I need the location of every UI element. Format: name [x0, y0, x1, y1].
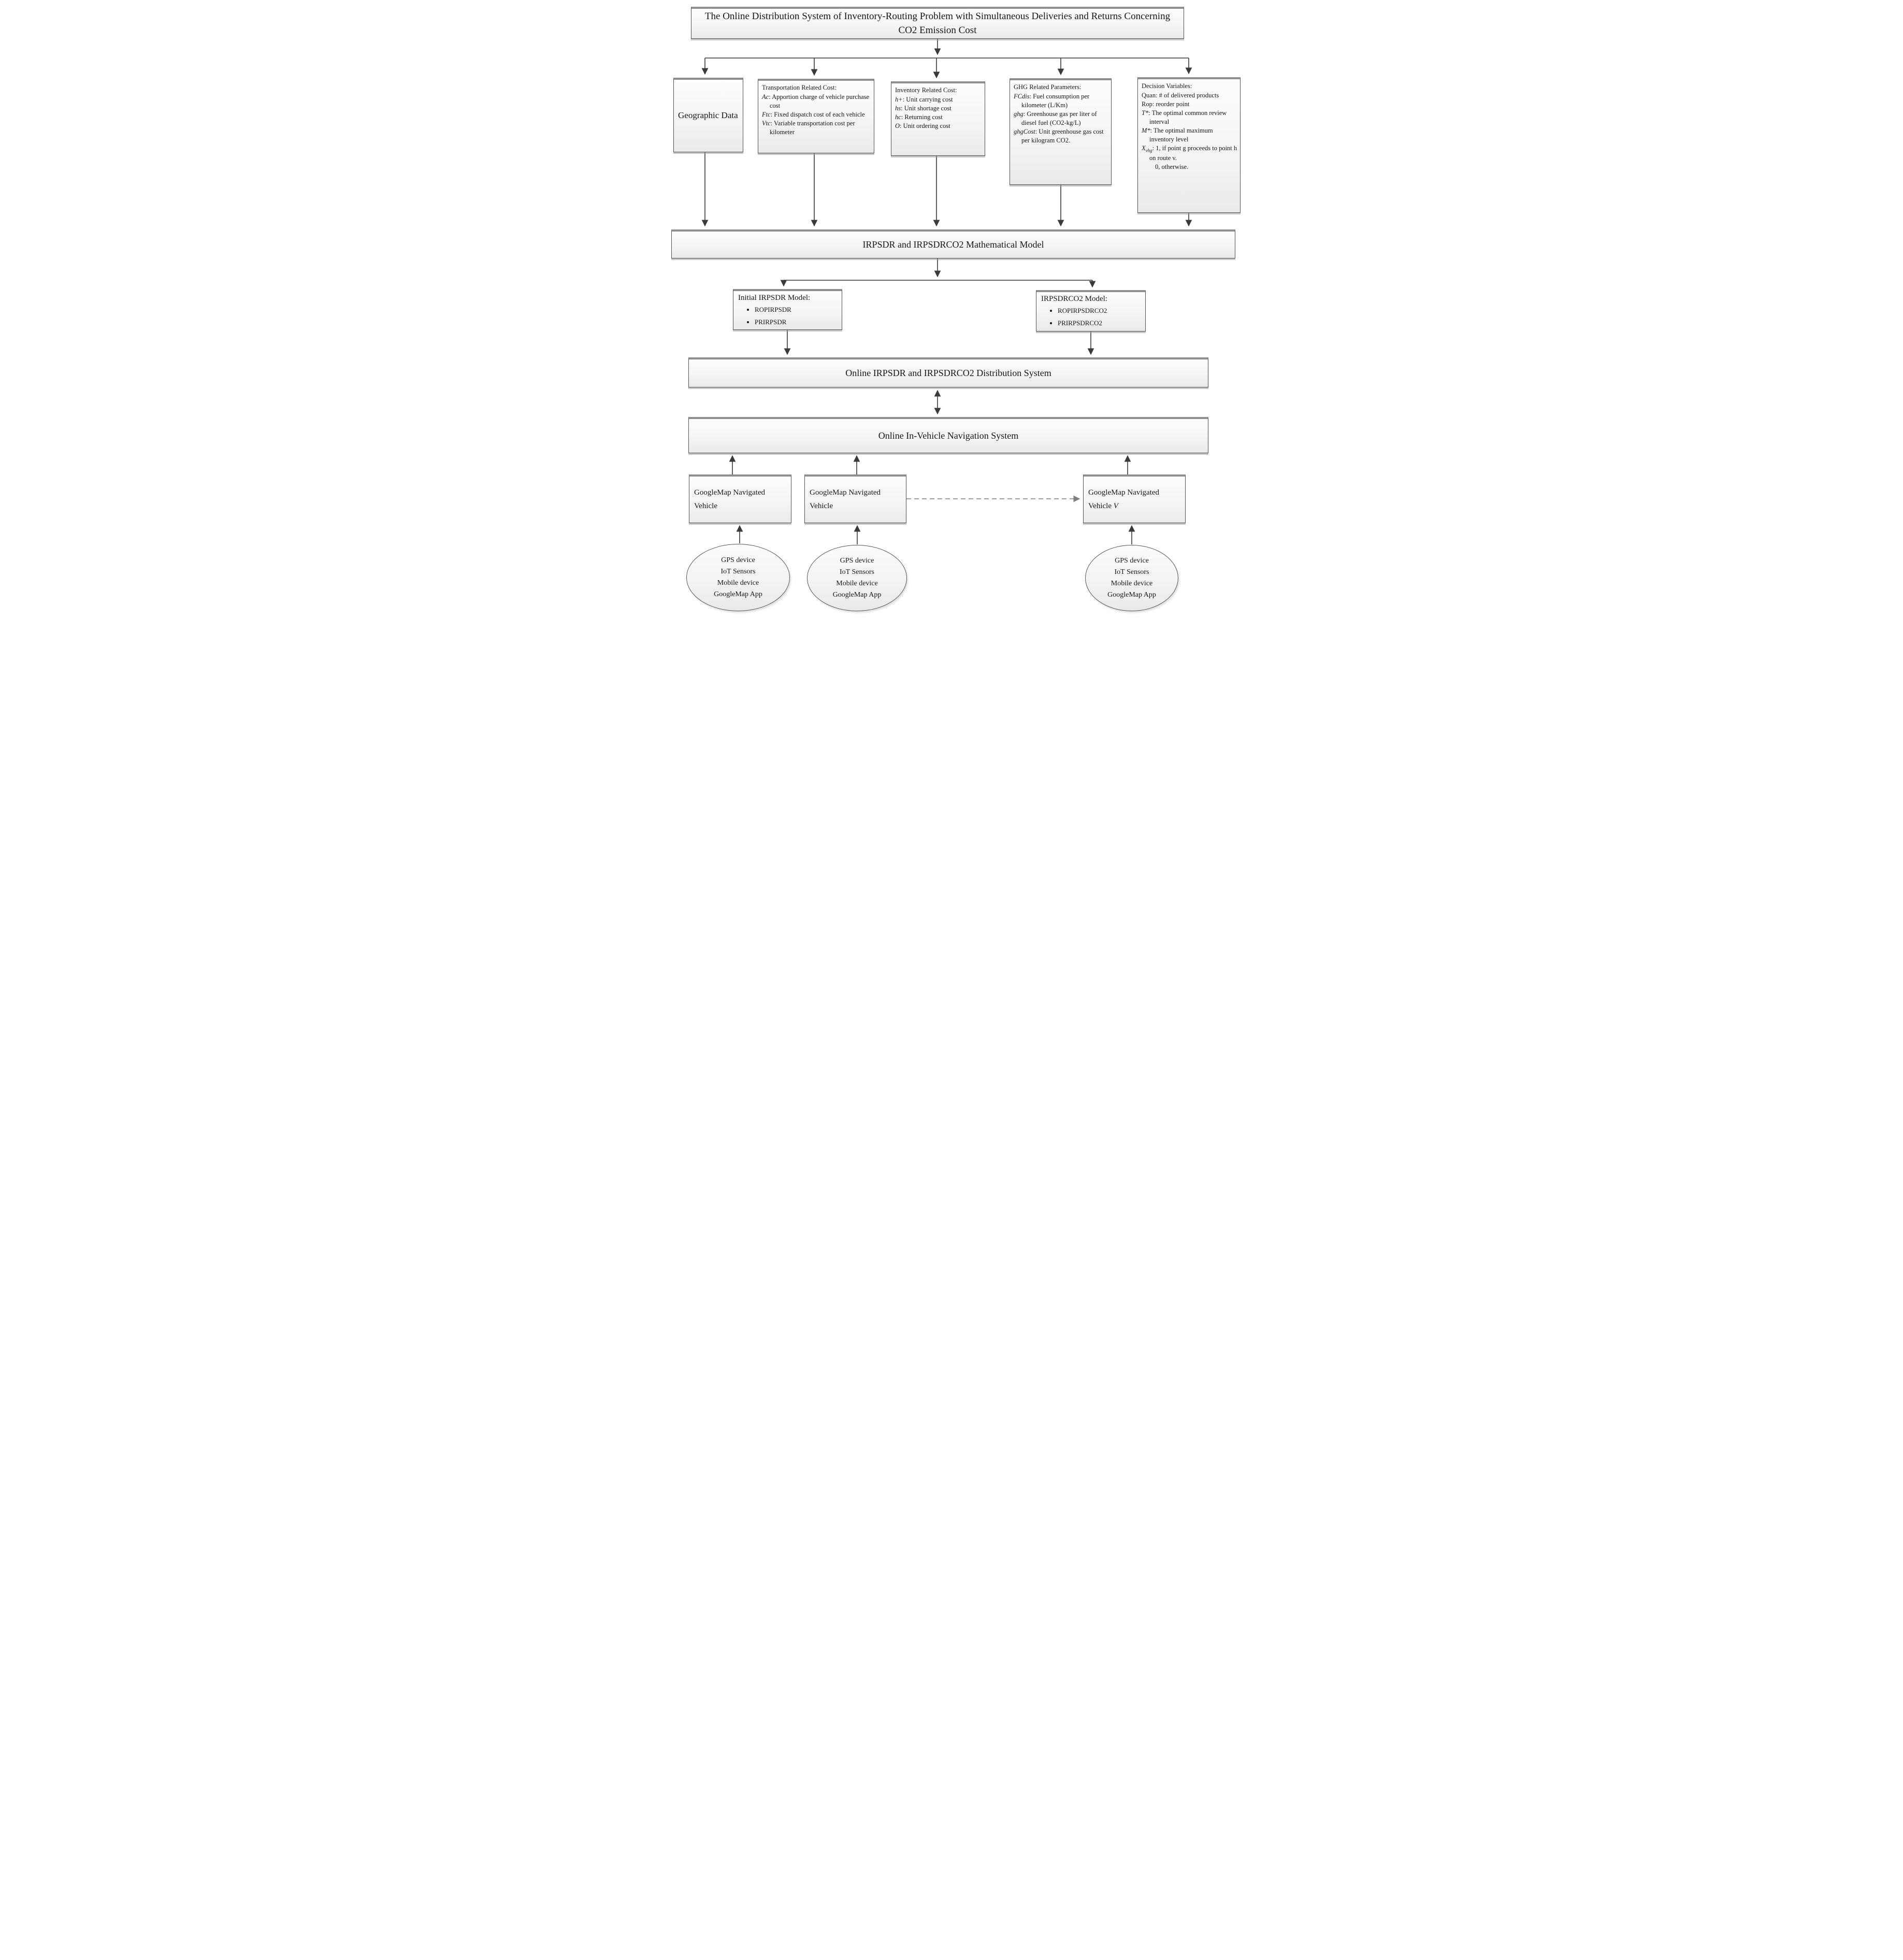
co2-model-bullet: PRIRPSDRCO2 — [1058, 319, 1142, 327]
initial-model-bullet: PRIRPSDR — [755, 318, 839, 326]
node-navigation-system: Online In-Vehicle Navigation System — [688, 417, 1208, 453]
node-ghg-parameters: GHG Related Parameters: FCdis: Fuel cons… — [1010, 78, 1112, 185]
mathematical-model-label: IRPSDR and IRPSDRCO2 Mathematical Model — [862, 239, 1044, 250]
inventory-item: O: Unit ordering cost — [895, 122, 950, 129]
ellipse-devices-1: GPS device IoT Sensors Mobile device Goo… — [686, 544, 790, 611]
vehicle-v-variant: V — [1113, 501, 1118, 510]
vehicle-2-label: GoogleMap Navigated Vehicle — [810, 488, 881, 510]
inventory-heading: Inventory Related Cost: — [895, 87, 957, 94]
node-inventory-cost: Inventory Related Cost: h+: Unit carryin… — [891, 81, 985, 156]
vehicle-v-label: GoogleMap Navigated Vehicle V — [1088, 488, 1160, 510]
transportation-item: Ftc: Fixed dispatch cost of each vehicle — [762, 111, 865, 118]
node-transportation-cost: Transportation Related Cost: Ac: Apporti… — [758, 79, 874, 153]
decision-heading: Decision Variables: — [1142, 82, 1192, 90]
diagram-title: The Online Distribution System of Invent… — [704, 10, 1171, 36]
decision-item: M*: The optimal maximum inventory level — [1142, 127, 1213, 143]
decision-item: Quan: # of delivered products — [1142, 92, 1219, 99]
decision-item: 0, otherwise. — [1155, 163, 1189, 170]
decision-item: Rop: reorder point — [1142, 100, 1190, 108]
device-line: GPS device — [1115, 556, 1149, 565]
device-line: IoT Sensors — [720, 567, 756, 575]
node-mathematical-model: IRPSDR and IRPSDRCO2 Mathematical Model — [671, 229, 1235, 258]
co2-model-heading: IRPSDRCO2 Model: — [1041, 295, 1107, 303]
node-geographic-data: Geographic Data — [673, 78, 743, 152]
transportation-item: Ac: Apportion charge of vehicle purchase… — [762, 93, 869, 109]
device-line: GoogleMap App — [714, 590, 762, 599]
vehicle-1-label: GoogleMap Navigated Vehicle — [694, 488, 766, 510]
node-vehicle-1: GoogleMap Navigated Vehicle — [689, 474, 791, 523]
distribution-system-label: Online IRPSDR and IRPSDRCO2 Distribution… — [845, 368, 1051, 378]
inventory-item: hs: Unit shortage cost — [895, 105, 952, 112]
node-vehicle-v: GoogleMap Navigated Vehicle V — [1083, 474, 1186, 523]
decision-item: Xvhg: 1, if point g proceeds to point h … — [1142, 145, 1237, 162]
geographic-data-label: Geographic Data — [678, 110, 738, 121]
node-vehicle-2: GoogleMap Navigated Vehicle — [804, 474, 906, 523]
ghg-heading: GHG Related Parameters: — [1014, 83, 1082, 91]
transportation-item: Vtc: Variable transportation cost per ki… — [762, 120, 855, 136]
co2-model-list: ROPIRPSDRCO2 PRIRPSDRCO2 — [1041, 307, 1142, 327]
device-line: GoogleMap App — [832, 591, 882, 599]
device-line: GoogleMap App — [1107, 591, 1156, 599]
node-initial-irpsdr-model: Initial IRPSDR Model: ROPIRPSDR PRIRPSDR — [733, 289, 842, 330]
inventory-item: hc: Returning cost — [895, 113, 943, 121]
device-line: GPS device — [721, 556, 755, 564]
node-decision-variables: Decision Variables: Quan: # of delivered… — [1137, 77, 1241, 213]
device-line: IoT Sensors — [1114, 568, 1149, 576]
node-irpsdrco2-model: IRPSDRCO2 Model: ROPIRPSDRCO2 PRIRPSDRCO… — [1036, 290, 1146, 332]
device-line: GPS device — [840, 556, 874, 565]
ghg-item: ghgCost: Unit greenhouse gas cost per ki… — [1014, 128, 1104, 144]
device-line: Mobile device — [836, 580, 878, 587]
flow-diagram: The Online Distribution System of Invent… — [654, 0, 1249, 613]
device-line: Mobile device — [1111, 580, 1153, 587]
ghg-item: ghg: Greenhouse gas per liter of diesel … — [1014, 110, 1097, 126]
ellipse-devices-3: GPS device IoT Sensors Mobile device Goo… — [1085, 545, 1178, 611]
ghg-item: FCdis: Fuel consumption per kilometer (L… — [1014, 93, 1090, 109]
decision-item: T*: The optimal common review interval — [1142, 109, 1227, 125]
initial-model-heading: Initial IRPSDR Model: — [738, 294, 811, 302]
initial-model-list: ROPIRPSDR PRIRPSDR — [738, 306, 839, 326]
inventory-item: h+: Unit carrying cost — [895, 96, 953, 103]
co2-model-bullet: ROPIRPSDRCO2 — [1058, 307, 1142, 315]
device-line: IoT Sensors — [839, 568, 875, 576]
navigation-system-label: Online In-Vehicle Navigation System — [878, 430, 1019, 441]
initial-model-bullet: ROPIRPSDR — [755, 306, 839, 314]
ellipse-devices-2: GPS device IoT Sensors Mobile device Goo… — [807, 545, 907, 611]
transportation-heading: Transportation Related Cost: — [762, 84, 837, 91]
node-distribution-system: Online IRPSDR and IRPSDRCO2 Distribution… — [688, 357, 1208, 387]
device-line: Mobile device — [717, 579, 759, 587]
title-node: The Online Distribution System of Invent… — [691, 7, 1184, 39]
